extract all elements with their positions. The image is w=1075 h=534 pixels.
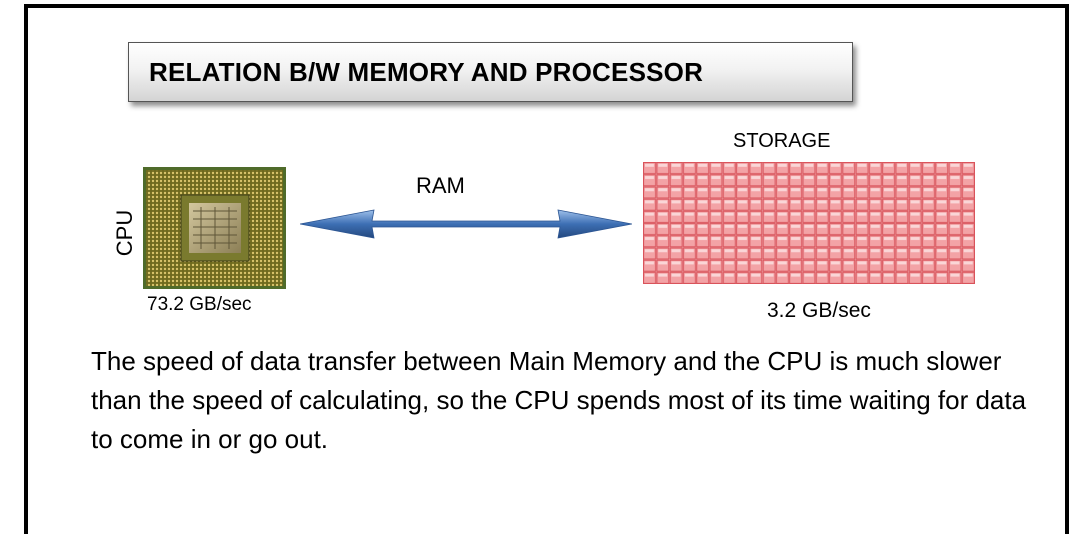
double-arrow-icon: [300, 209, 632, 239]
slide-title: RELATION B/W MEMORY AND PROCESSOR: [149, 57, 704, 87]
ram-label: RAM: [416, 173, 465, 198]
storage-label: STORAGE: [733, 130, 831, 152]
cpu-chip-image: [143, 167, 286, 289]
description-text: The speed of data transfer between Main …: [91, 346, 1027, 454]
cpu-speed: 73.2 GB/sec: [147, 294, 252, 315]
cpu-label: CPU: [112, 209, 137, 257]
title-banner: RELATION B/W MEMORY AND PROCESSOR: [128, 42, 853, 102]
storage-speed: 3.2 GB/sec: [767, 299, 871, 322]
storage-grid-image: [643, 162, 975, 284]
